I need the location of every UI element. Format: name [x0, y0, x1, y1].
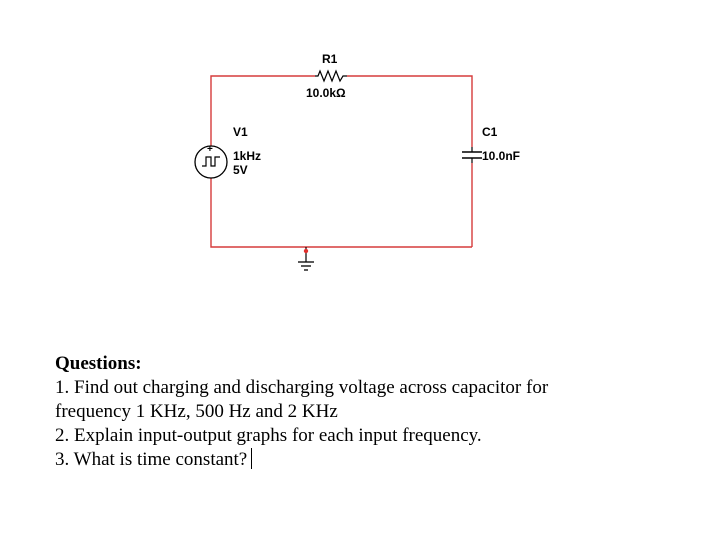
v1-polarity-plus: + — [207, 144, 213, 155]
question-line-1: 1. Find out charging and discharging vol… — [55, 377, 549, 398]
r1-name-label: R1 — [322, 52, 338, 66]
c1-value-label: 10.0nF — [482, 149, 520, 163]
text-cursor — [251, 448, 253, 469]
questions-block: Questions: 1. Find out charging and disc… — [55, 352, 695, 472]
resistor-r1: R1 10.0kΩ — [306, 52, 347, 100]
resistor-icon — [315, 69, 347, 83]
v1-frequency-label: 1kHz — [233, 149, 261, 163]
wire-top-right — [347, 75, 473, 147]
circuit-wires — [210, 75, 473, 248]
question-line-3: 3. What is time constant? — [55, 449, 248, 470]
question-line-3-row[interactable]: 3. What is time constant? — [55, 448, 695, 472]
wire-bottom — [210, 178, 472, 248]
v1-name-label: V1 — [233, 125, 248, 139]
c1-name-label: C1 — [482, 125, 498, 139]
circuit-diagram: R1 10.0kΩ + V1 1kHz 5V C1 10.0nF — [194, 52, 520, 271]
voltage-source-v1: + V1 1kHz 5V — [194, 125, 261, 179]
wire-top-left — [210, 75, 315, 146]
questions-title: Questions: — [55, 353, 142, 374]
r1-value-label: 10.0kΩ — [306, 86, 346, 100]
square-wave-source-icon — [194, 145, 228, 179]
ground-icon — [298, 247, 314, 271]
v1-amplitude-label: 5V — [233, 163, 248, 177]
question-line-2: 2. Explain input-output graphs for each … — [55, 425, 482, 446]
capacitor-c1: C1 10.0nF — [462, 125, 520, 163]
capacitor-icon — [462, 147, 482, 163]
question-line-1-continued: frequency 1 KHz, 500 Hz and 2 KHz — [55, 401, 338, 422]
ground-junction-dot — [303, 248, 309, 254]
